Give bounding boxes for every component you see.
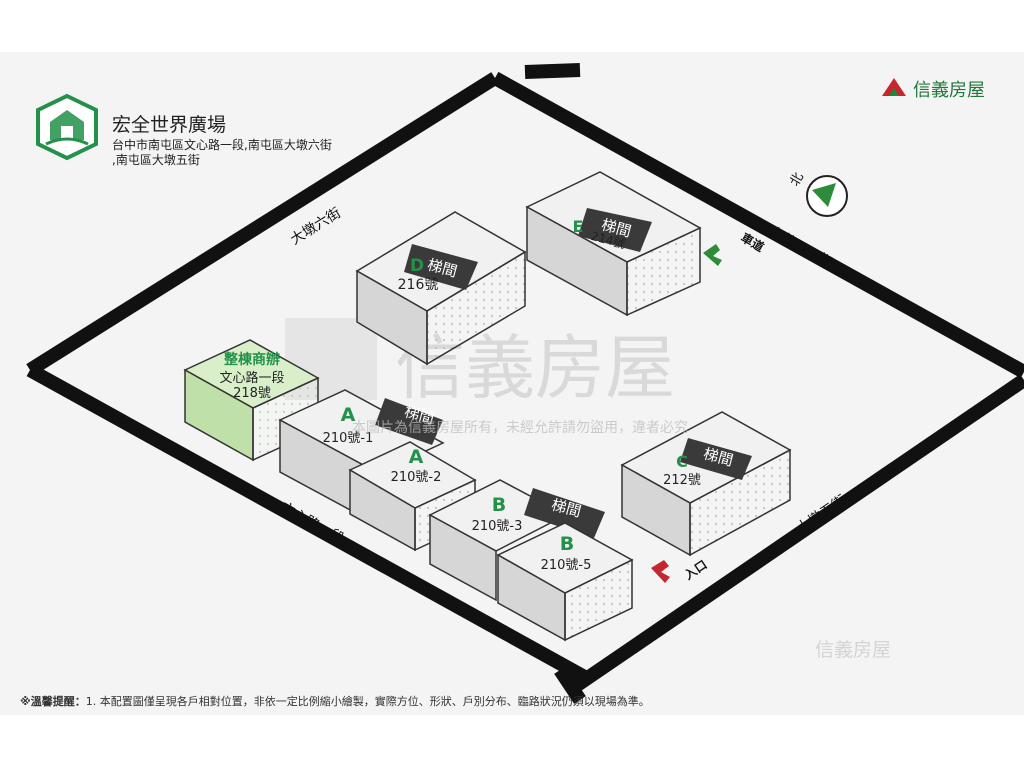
- house-shield-icon: [36, 93, 98, 161]
- building-a1-letter: A: [341, 404, 356, 426]
- building-e: [525, 171, 702, 317]
- watermark-corner-text: 信義房屋: [815, 639, 891, 661]
- elevator-label-b3: [524, 488, 605, 538]
- building-d-letter: D: [410, 256, 424, 276]
- road-top-left: [26, 72, 499, 376]
- building-a2-letter: A: [409, 446, 424, 468]
- building-b5-number: 210號-5: [541, 558, 592, 573]
- elevator-label-e: [578, 208, 652, 252]
- driveway-marker: 車道: [703, 230, 767, 266]
- disclaimer-label: ※溫馨提醒：: [20, 695, 86, 708]
- building-whole-office-line1: 文心路一段: [219, 370, 284, 386]
- building-c: [620, 411, 792, 557]
- address: 台中市南屯區文心路一段,南屯區大墩六街 ,南屯區大墩五街: [112, 138, 332, 168]
- brand-logo: [880, 76, 908, 102]
- building-d: [355, 211, 527, 366]
- building-a2-number: 210號-2: [391, 470, 442, 485]
- road-left-diagonal: [26, 363, 594, 687]
- entrance-chevron-icon: [651, 560, 670, 583]
- elevator-label-a1: [375, 398, 443, 445]
- road-network: [26, 63, 1024, 704]
- building-c-number: 212號: [663, 473, 701, 488]
- property-logo: [32, 92, 102, 166]
- map-canvas: 信義房屋: [0, 52, 1024, 715]
- page-title: 宏全世界廣場: [112, 114, 227, 136]
- building-b5-letter: B: [560, 533, 574, 555]
- compass-label: 北: [787, 170, 806, 189]
- road-top-stub: [524, 63, 581, 79]
- street-label-top-left: 大墩六街: [288, 205, 344, 248]
- building-whole-office-tag: 整棟商辦: [223, 351, 280, 368]
- compass: 北: [787, 170, 848, 217]
- building-b5: [496, 522, 634, 642]
- building-b3-letter: B: [492, 494, 506, 516]
- street-label-bottom-left: 文心路一段: [277, 500, 346, 548]
- building-a1-number: 210號-1: [323, 431, 374, 446]
- road-bottom-right: [566, 374, 1024, 696]
- address-line-1: 台中市南屯區文心路一段,南屯區大墩六街: [112, 138, 332, 152]
- footer-strip: [0, 715, 1024, 768]
- driveway-chevron-icon: [703, 244, 722, 266]
- building-whole-office-line2: 218號: [233, 386, 271, 401]
- building-d-number: 216號: [398, 277, 439, 293]
- road-bottom-stub: [554, 666, 586, 704]
- disclaimer-text: 1. 本配置圖僅呈現各戶相對位置，非依一定比例縮小繪製，實際方位、形狀、戶別分布…: [85, 695, 650, 708]
- elevator-label-d: [404, 244, 478, 290]
- street-label-top-right: 大英西一街: [765, 223, 834, 272]
- sinyi-logo-icon: [882, 78, 906, 96]
- street-label-bottom-right: 大墩五街: [794, 492, 849, 537]
- address-line-2: ,南屯區大墩五街: [112, 153, 200, 167]
- building-e-letter: E: [573, 217, 584, 236]
- brand-name: 信義房屋: [913, 80, 985, 101]
- building-b3-number: 210號-3: [472, 519, 523, 534]
- building-c-letter: C: [676, 452, 688, 471]
- entrance-marker: 入口: [651, 557, 710, 583]
- elevator-label-c: [680, 438, 752, 480]
- building-b3: [428, 479, 605, 602]
- watermark-sub-text: 本圖片為信義房屋所有，未經允許請勿盜用，違者必究: [352, 419, 688, 436]
- entrance-label: 入口: [682, 557, 710, 582]
- disclaimer-note: ※溫馨提醒：1. 本配置圖僅呈現各戶相對位置，非依一定比例縮小繪製，實際方位、形…: [20, 693, 650, 709]
- road-top-right: [491, 71, 1024, 379]
